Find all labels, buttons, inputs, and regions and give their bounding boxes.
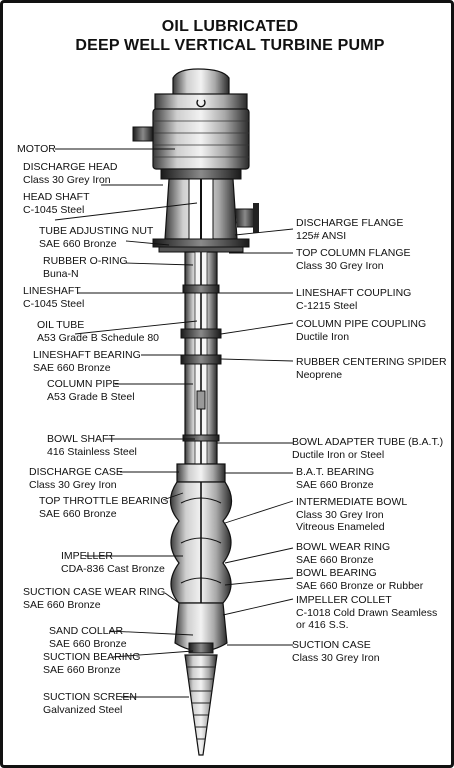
label-top-column-flange: TOP COLUMN FLANGE Class 30 Grey Iron (296, 247, 411, 272)
label-suction-bearing: SUCTION BEARING SAE 660 Bronze (43, 651, 140, 676)
label-name: BOWL BEARING (296, 567, 377, 579)
label-spec: Buna-N (43, 267, 79, 280)
label-name: LINESHAFT BEARING (33, 349, 141, 361)
label-spec: Class 30 Grey Iron (292, 651, 380, 664)
label-head-shaft: HEAD SHAFT C-1045 Steel (23, 191, 90, 216)
label-column-pipe-coupling: COLUMN PIPE COUPLING Ductile Iron (296, 318, 426, 343)
label-name: DISCHARGE CASE (29, 466, 123, 478)
label-name: DISCHARGE HEAD (23, 161, 118, 173)
label-tube-adjusting-nut: TUBE ADJUSTING NUT SAE 660 Bronze (39, 225, 153, 250)
label-impeller: IMPELLER CDA-836 Cast Bronze (61, 550, 165, 575)
label-name: IMPELLER COLLET (296, 594, 392, 606)
column-pipe-shape (180, 251, 222, 473)
label-spec: SAE 660 Bronze (296, 553, 374, 566)
label-bat-bearing: B.A.T. BEARING SAE 660 Bronze (296, 466, 374, 491)
label-spec: C-1045 Steel (23, 203, 85, 216)
label-oil-tube: OIL TUBE A53 Grade B Schedule 80 (37, 319, 159, 344)
label-bowl-wear-ring: BOWL WEAR RING SAE 660 Bronze (296, 541, 390, 566)
label-name: SUCTION SCREEN (43, 691, 137, 703)
suction-screen-shape (184, 654, 218, 756)
motor-shape (132, 68, 250, 180)
label-motor: MOTOR (17, 143, 56, 156)
label-lineshaft-coupling: LINESHAFT COUPLING C-1215 Steel (296, 287, 411, 312)
label-discharge-head: DISCHARGE HEAD Class 30 Grey Iron (23, 161, 118, 186)
label-impeller-collet: IMPELLER COLLET C-1018 Cold Drawn Seamle… (296, 594, 437, 632)
label-bowl-adapter-tube: BOWL ADAPTER TUBE (B.A.T.) Ductile Iron … (292, 436, 443, 461)
label-spec: SAE 660 Bronze or Rubber (296, 579, 424, 592)
label-spec: C-1215 Steel (296, 299, 358, 312)
label-spec: Ductile Iron or Steel (292, 448, 385, 461)
label-intermediate-bowl: INTERMEDIATE BOWL Class 30 Grey Iron Vit… (296, 496, 407, 534)
label-lineshaft-bearing: LINESHAFT BEARING SAE 660 Bronze (33, 349, 141, 374)
label-name: LINESHAFT (23, 285, 81, 297)
label-rubber-o-ring: RUBBER O-RING Buna-N (43, 255, 128, 280)
label-spec: 416 Stainless Steel (47, 445, 137, 458)
label-name: COLUMN PIPE (47, 378, 120, 390)
leader-lines (54, 148, 294, 698)
label-name: INTERMEDIATE BOWL (296, 496, 408, 508)
label-name: RUBBER O-RING (43, 255, 128, 267)
label-spec-2: or 416 S.S. (296, 619, 349, 631)
label-name: BOWL SHAFT (47, 433, 115, 445)
pump-diagram (54, 68, 294, 756)
label-spec: Class 30 Grey Iron (23, 173, 111, 186)
label-spec: SAE 660 Bronze (33, 361, 111, 374)
label-name: BOWL ADAPTER TUBE (B.A.T.) (292, 436, 444, 448)
label-name: HEAD SHAFT (23, 191, 90, 203)
label-spec: Class 30 Grey Iron (29, 478, 117, 491)
label-name: OIL TUBE (37, 319, 85, 331)
label-spec: SAE 660 Bronze (23, 598, 101, 611)
discharge-head-shape (152, 178, 259, 253)
label-suction-case-wear-ring: SUCTION CASE WEAR RING SAE 660 Bronze (23, 586, 165, 611)
label-name: IMPELLER (61, 550, 113, 562)
label-name: TOP THROTTLE BEARING (39, 495, 169, 507)
label-name: SUCTION CASE (292, 639, 371, 651)
label-name: SUCTION CASE WEAR RING (23, 586, 166, 598)
label-spec: SAE 660 Bronze (49, 637, 127, 650)
label-rubber-centering-spider: RUBBER CENTERING SPIDER Neoprene (296, 356, 447, 381)
label-spec: SAE 660 Bronze (296, 478, 374, 491)
label-name: BOWL WEAR RING (296, 541, 391, 553)
label-name: MOTOR (17, 143, 56, 155)
label-spec: 125# ANSI (296, 229, 347, 242)
label-name: B.A.T. BEARING (296, 466, 375, 478)
label-name: TOP COLUMN FLANGE (296, 247, 411, 259)
label-spec: A53 Grade B Steel (47, 390, 135, 403)
label-spec-2: Vitreous Enameled (296, 521, 385, 533)
label-bowl-bearing: BOWL BEARING SAE 660 Bronze or Rubber (296, 567, 423, 592)
label-lineshaft: LINESHAFT C-1045 Steel (23, 285, 84, 310)
label-discharge-case: DISCHARGE CASE Class 30 Grey Iron (29, 466, 123, 491)
diagram-title-line2: DEEP WELL VERTICAL TURBINE PUMP (75, 37, 385, 54)
label-sand-collar: SAND COLLAR SAE 660 Bronze (49, 625, 127, 650)
diagram-title-line1: OIL LUBRICATED (161, 18, 299, 35)
label-spec: Ductile Iron (296, 330, 350, 343)
label-spec: C-1018 Cold Drawn Seamless (296, 606, 438, 619)
label-spec: Galvanized Steel (43, 703, 123, 716)
label-name: LINESHAFT COUPLING (296, 287, 412, 299)
label-spec: C-1045 Steel (23, 297, 85, 310)
label-discharge-flange: DISCHARGE FLANGE 125# ANSI (296, 217, 403, 242)
label-suction-case: SUCTION CASE Class 30 Grey Iron (292, 639, 380, 664)
label-name: COLUMN PIPE COUPLING (296, 318, 427, 330)
label-spec: SAE 660 Bronze (39, 507, 117, 520)
label-name: TUBE ADJUSTING NUT (39, 225, 154, 237)
label-suction-screen: SUCTION SCREEN Galvanized Steel (43, 691, 137, 716)
label-top-throttle-bearing: TOP THROTTLE BEARING SAE 660 Bronze (39, 495, 169, 520)
label-name: RUBBER CENTERING SPIDER (296, 356, 447, 368)
label-spec: Class 30 Grey Iron (296, 508, 384, 521)
label-spec: CDA-836 Cast Bronze (61, 562, 165, 575)
label-bowl-shaft: BOWL SHAFT 416 Stainless Steel (47, 433, 137, 458)
label-name: DISCHARGE FLANGE (296, 217, 404, 229)
label-spec: A53 Grade B Schedule 80 (37, 331, 160, 344)
label-spec: Neoprene (296, 368, 343, 381)
label-spec: SAE 660 Bronze (43, 663, 121, 676)
label-spec: SAE 660 Bronze (39, 237, 117, 250)
label-name: SAND COLLAR (49, 625, 124, 637)
label-spec: Class 30 Grey Iron (296, 259, 384, 272)
label-name: SUCTION BEARING (43, 651, 141, 663)
bowl-assembly-shape (169, 463, 233, 654)
label-column-pipe: COLUMN PIPE A53 Grade B Steel (47, 378, 135, 403)
